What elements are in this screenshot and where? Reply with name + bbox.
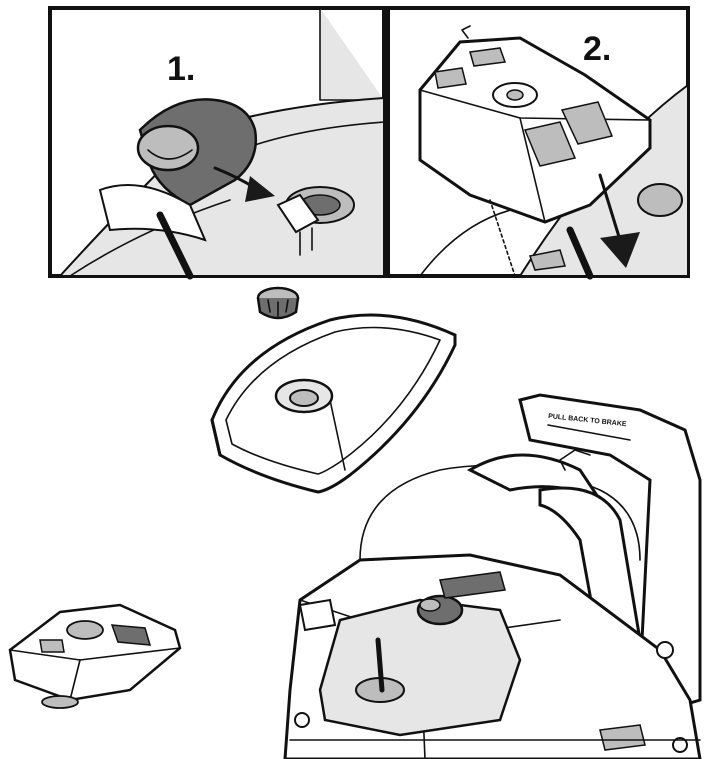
panel-2-vent-1 bbox=[469, 47, 507, 67]
panel-2-arrow-head bbox=[600, 232, 640, 268]
panel-1-cap-ridge bbox=[147, 149, 193, 160]
tank-cover-cap-hole bbox=[289, 389, 319, 407]
panel-step-1: 1. bbox=[48, 6, 386, 280]
panel-step-2: 2. bbox=[386, 6, 690, 280]
panel-2-cap-knob bbox=[637, 183, 683, 217]
housing-screw-3 bbox=[672, 737, 688, 753]
panel-1-support-rod bbox=[156, 211, 194, 280]
panel-2-guide-line bbox=[489, 199, 516, 277]
tank-bay-cap-top bbox=[419, 598, 441, 612]
rear-lever bbox=[298, 598, 337, 632]
housing-screw-1 bbox=[294, 712, 310, 728]
housing-vent bbox=[599, 724, 646, 751]
spare-module-body bbox=[8, 603, 182, 702]
spare-module-opening bbox=[66, 620, 104, 640]
panel-2-cover-tab bbox=[461, 25, 471, 39]
panel-2-clip bbox=[529, 249, 566, 271]
spare-module-side-edge bbox=[69, 659, 81, 701]
panel-1-body-edge bbox=[69, 199, 231, 277]
handle-clip bbox=[559, 449, 591, 471]
panel-1-pump-lines bbox=[299, 227, 313, 256]
spare-module-slot bbox=[39, 639, 65, 653]
spare-module-window bbox=[110, 624, 152, 646]
hand-guard-inner bbox=[547, 424, 631, 441]
spare-module-base bbox=[41, 695, 79, 709]
tank-cover-outline bbox=[210, 313, 457, 494]
panel-1-cap-knob bbox=[136, 124, 200, 172]
panel-2-cap-hole bbox=[506, 89, 524, 101]
tank-cover-crease bbox=[329, 399, 346, 471]
spare-module bbox=[8, 603, 182, 709]
housing-screw-2 bbox=[656, 641, 674, 659]
panel-2-window-1 bbox=[523, 121, 577, 167]
panel-2-arrow-shaft bbox=[598, 173, 622, 242]
small-cap-grip bbox=[267, 299, 289, 317]
panel-2-window-2 bbox=[560, 101, 614, 145]
tank-cover-front-edge bbox=[210, 418, 222, 457]
step-1-label: 1. bbox=[167, 50, 195, 88]
tank-bay bbox=[318, 598, 522, 737]
step-2-label: 2. bbox=[583, 30, 611, 68]
panel-2-vent-2 bbox=[434, 67, 467, 89]
tank-cover bbox=[210, 313, 457, 494]
tank-bay-rod bbox=[375, 637, 385, 693]
panel-1-arrow-head bbox=[245, 176, 275, 202]
panel-2-cover-side-edge bbox=[519, 117, 546, 223]
chainsaw-body: PULL BACK TO BRAKE bbox=[283, 393, 702, 759]
tank-bay-slot bbox=[439, 571, 506, 599]
panel-1-bracket bbox=[98, 184, 207, 242]
panel-1-pump-fitting bbox=[276, 193, 320, 234]
tank-cover-inner-edge bbox=[225, 326, 441, 475]
panel-2-support-rod bbox=[566, 226, 594, 280]
small-cap bbox=[256, 286, 300, 320]
